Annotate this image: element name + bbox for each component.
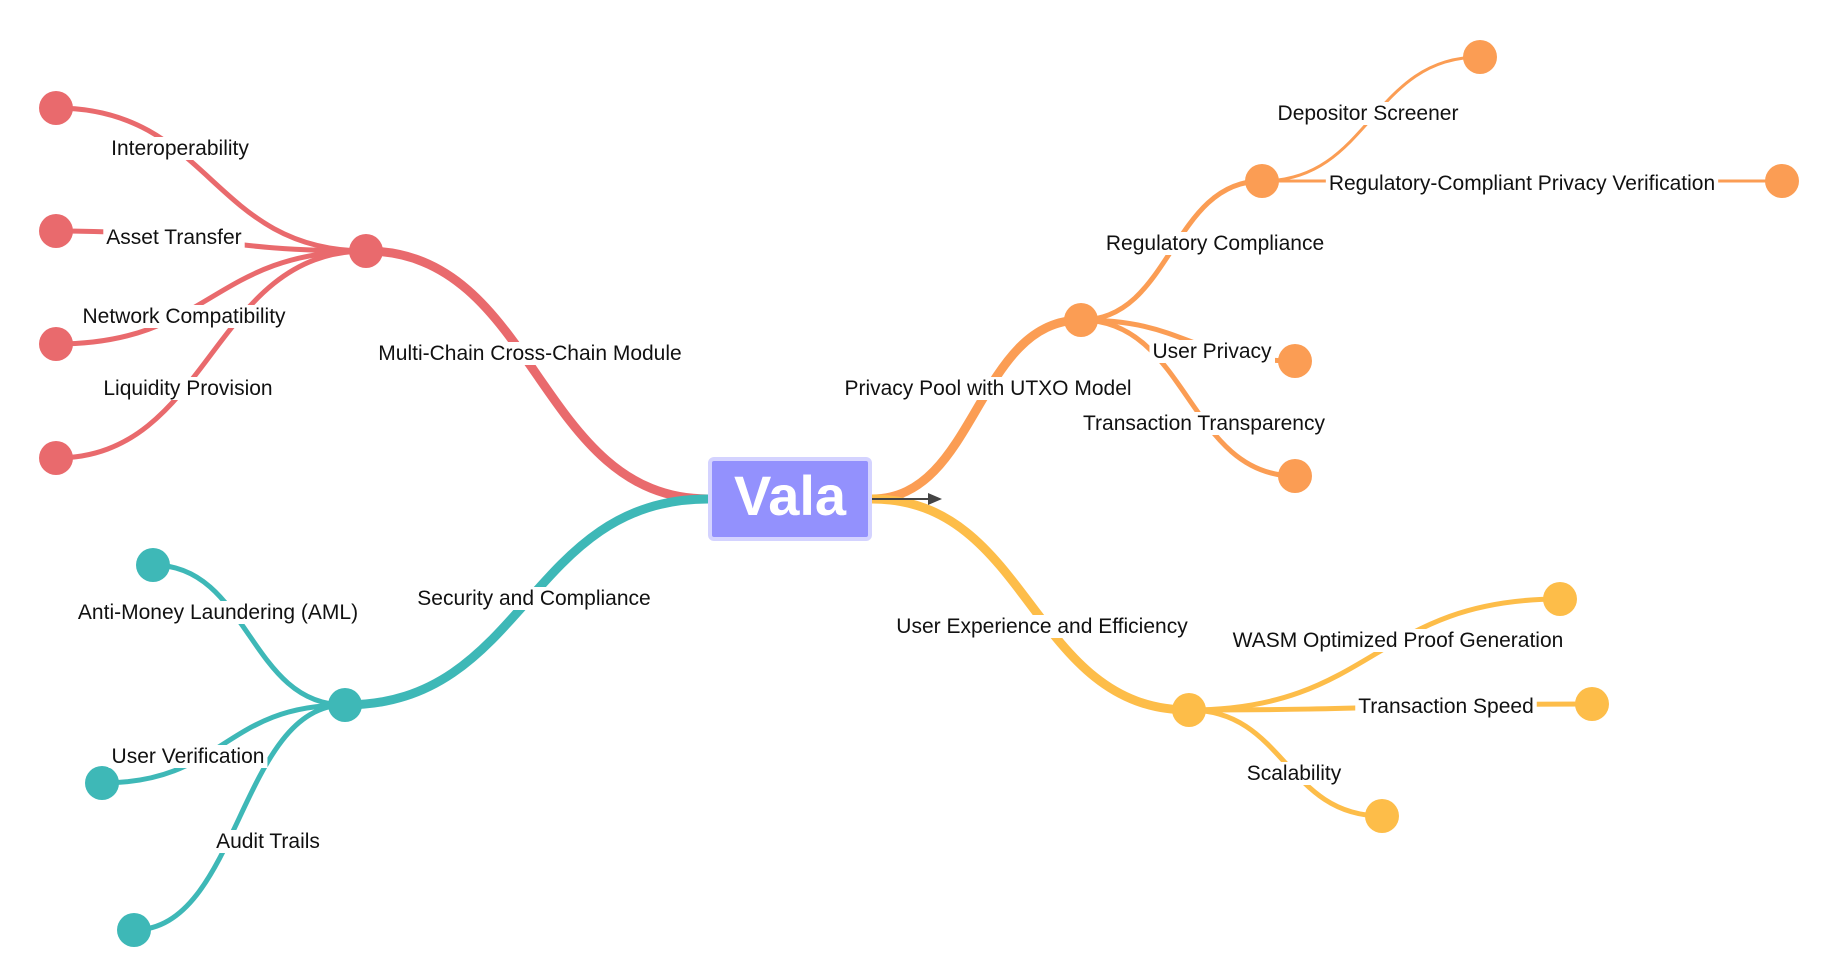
branch-label-bg bbox=[841, 377, 1135, 400]
child-label: WASM Optimized Proof Generation bbox=[1233, 629, 1564, 652]
child-label: Asset Transfer bbox=[106, 226, 241, 249]
child-label-bg bbox=[108, 745, 268, 768]
branch-edge bbox=[361, 246, 713, 504]
branch-label-bg bbox=[893, 615, 1192, 638]
child-label-bg bbox=[1079, 412, 1329, 435]
child-node[interactable] bbox=[39, 214, 73, 248]
arrow-icon bbox=[868, 493, 942, 505]
child-edge bbox=[131, 702, 348, 933]
child-node[interactable] bbox=[117, 913, 151, 947]
branch-edge bbox=[867, 494, 1194, 715]
child-label-bg bbox=[213, 830, 323, 853]
child-node[interactable] bbox=[39, 91, 73, 125]
branch-label: Multi-Chain Cross-Chain Module bbox=[378, 342, 681, 365]
grandchild-node[interactable] bbox=[1765, 164, 1799, 198]
child-label: Scalability bbox=[1247, 762, 1342, 785]
child-node[interactable] bbox=[39, 441, 73, 475]
child-label: Liquidity Provision bbox=[103, 377, 272, 400]
child-edge bbox=[99, 702, 348, 786]
grandchild-label: Regulatory-Compliant Privacy Verificatio… bbox=[1329, 172, 1715, 195]
child-label-bg bbox=[103, 226, 245, 249]
child-node[interactable] bbox=[39, 327, 73, 361]
child-label-bg bbox=[1229, 629, 1567, 652]
child-edge bbox=[150, 562, 348, 708]
child-node[interactable] bbox=[1575, 687, 1609, 721]
child-label: User Privacy bbox=[1152, 340, 1272, 363]
grandchild-label: Depositor Screener bbox=[1278, 102, 1459, 125]
node-labels: Multi-Chain Cross-Chain Module Interopera… bbox=[74, 102, 1719, 853]
child-label-bg bbox=[1355, 695, 1537, 718]
branch-label-bg bbox=[375, 342, 685, 365]
child-node[interactable] bbox=[1365, 799, 1399, 833]
branch-label: Security and Compliance bbox=[417, 587, 650, 610]
node-dots bbox=[39, 40, 1799, 947]
child-edge bbox=[53, 105, 369, 254]
branch-edge bbox=[867, 315, 1086, 504]
grandchild-label-bg bbox=[1274, 102, 1462, 125]
root-label: Vala bbox=[734, 464, 847, 527]
child-edge bbox=[1186, 596, 1563, 713]
grandchild-label-bg bbox=[1325, 172, 1719, 195]
child-node[interactable] bbox=[1543, 582, 1577, 616]
child-label-bg bbox=[1149, 340, 1276, 363]
child-node[interactable] bbox=[85, 766, 119, 800]
branch-node[interactable] bbox=[349, 234, 383, 268]
child-label: Regulatory Compliance bbox=[1106, 232, 1324, 255]
child-edge bbox=[1078, 317, 1298, 479]
branch-node[interactable] bbox=[1172, 693, 1206, 727]
child-label-bg bbox=[1102, 232, 1328, 255]
child-label: Interoperability bbox=[111, 137, 249, 160]
root-node[interactable]: Vala bbox=[708, 457, 872, 541]
child-label: User Verification bbox=[112, 745, 265, 768]
child-label: Audit Trails bbox=[216, 830, 320, 853]
child-label: Anti-Money Laundering (AML) bbox=[78, 601, 358, 624]
branch-label: User Experience and Efficiency bbox=[896, 615, 1188, 638]
child-label: Transaction Transparency bbox=[1083, 412, 1326, 435]
child-edge bbox=[53, 248, 369, 347]
child-label-bg bbox=[100, 377, 276, 400]
branch-label-bg bbox=[414, 587, 654, 610]
child-label-bg bbox=[108, 137, 253, 160]
child-edge bbox=[53, 248, 369, 461]
child-node[interactable] bbox=[1245, 164, 1279, 198]
branch-label: Privacy Pool with UTXO Model bbox=[844, 377, 1131, 400]
child-label: Transaction Speed bbox=[1358, 695, 1534, 718]
child-label: Network Compatibility bbox=[82, 305, 286, 328]
child-node[interactable] bbox=[136, 548, 170, 582]
child-node[interactable] bbox=[1278, 344, 1312, 378]
branch-node[interactable] bbox=[1064, 303, 1098, 337]
child-label-bg bbox=[1243, 762, 1345, 785]
child-label-bg bbox=[74, 601, 362, 624]
child-label-bg bbox=[79, 305, 290, 328]
branch-node[interactable] bbox=[328, 688, 362, 722]
grandchild-node[interactable] bbox=[1463, 40, 1497, 74]
child-node[interactable] bbox=[1278, 459, 1312, 493]
